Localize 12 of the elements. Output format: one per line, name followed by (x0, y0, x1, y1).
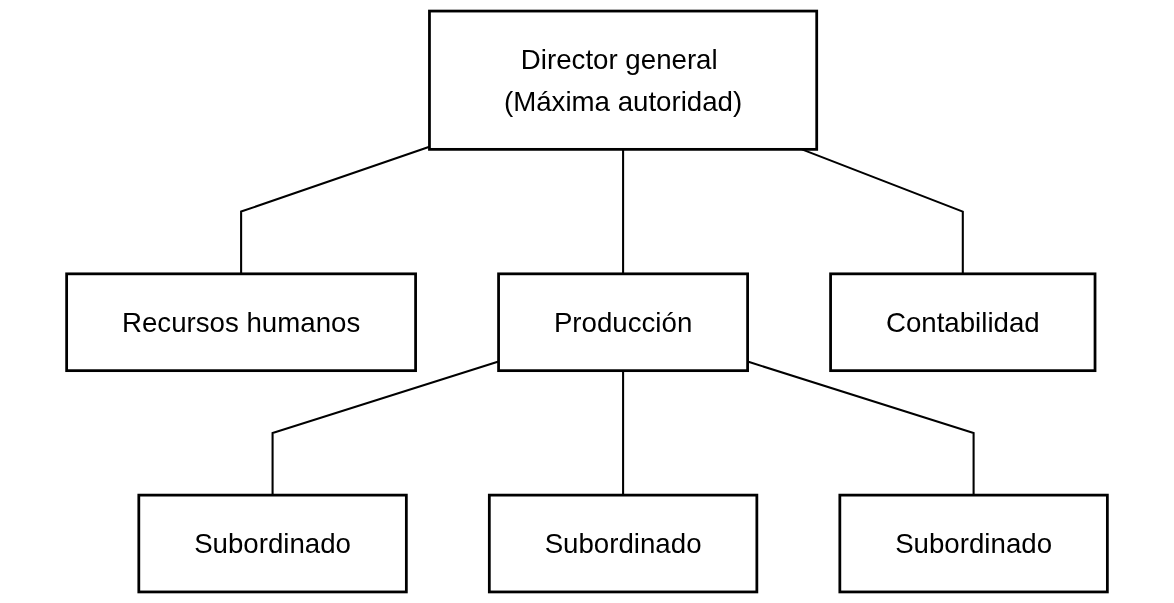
connector (271, 360, 499, 496)
node-box: Subordinado (487, 493, 759, 594)
node-box: Director general (Máxima autoridad) (428, 9, 819, 151)
connector (747, 360, 975, 496)
node-box: Subordinado (838, 493, 1109, 594)
connector (622, 149, 625, 274)
connector (622, 370, 625, 496)
node-box: Contabilidad (829, 272, 1097, 373)
node-box: Producción (497, 272, 749, 373)
node-box: Recursos humanos (65, 272, 417, 373)
node-box: Subordinado (137, 493, 408, 594)
connector (240, 145, 430, 274)
